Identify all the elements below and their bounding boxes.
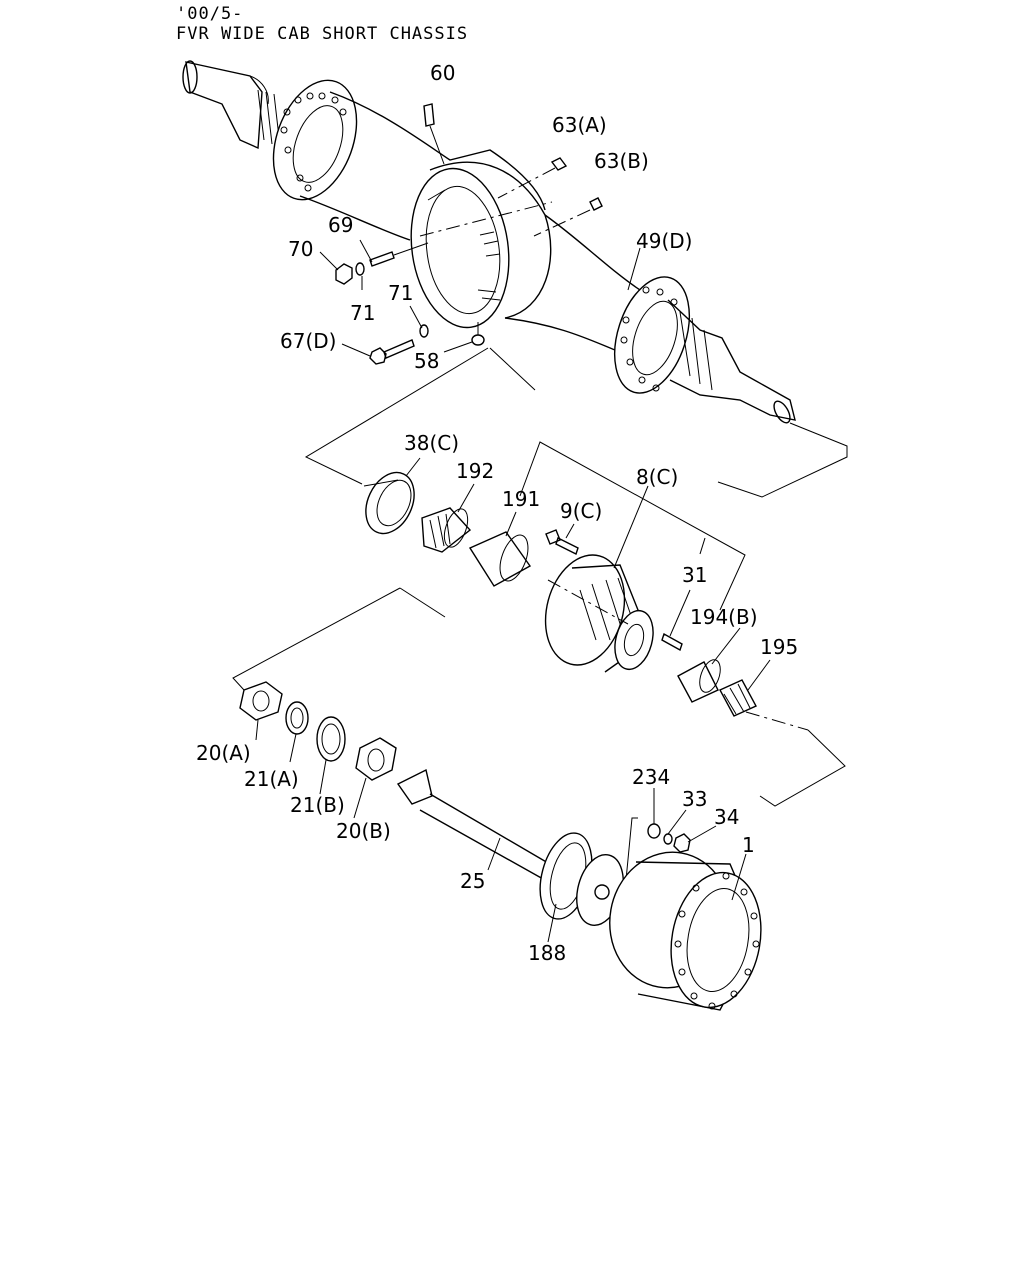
spring-washer <box>663 833 673 845</box>
label-71a: 71 <box>350 301 375 325</box>
label-20a: 20(A) <box>196 741 251 765</box>
lock-washer-b <box>316 716 346 762</box>
leader-lines <box>255 239 771 943</box>
hub-nut-a <box>239 681 283 721</box>
label-192: 192 <box>456 459 494 483</box>
washer-a <box>285 701 309 735</box>
lock-nut <box>335 263 353 285</box>
label-195: 195 <box>760 635 798 659</box>
label-33: 33 <box>682 787 707 811</box>
axle-housing <box>182 60 796 424</box>
label-21b: 21(B) <box>290 793 345 817</box>
label-21a: 21(A) <box>244 767 299 791</box>
wheel-hub <box>544 554 654 673</box>
drain-plug <box>533 197 603 237</box>
label-63a: 63(A) <box>552 113 607 137</box>
hub-bolt <box>545 529 579 555</box>
stud-bolt <box>369 242 429 267</box>
label-191: 191 <box>502 487 540 511</box>
label-188: 188 <box>528 941 566 965</box>
label-25: 25 <box>460 869 485 893</box>
model-period: '00/5- <box>176 4 244 24</box>
label-67d: 67(D) <box>280 329 336 353</box>
inner-bearing-cup <box>468 531 532 587</box>
label-34: 34 <box>714 805 739 829</box>
outer-bearing-cup <box>677 659 721 703</box>
outer-bearing-cone <box>719 679 757 717</box>
part-labels: 60 63(A) 63(B) 69 70 71 71 49(D) 67(D) 5… <box>196 61 798 965</box>
breather-plug <box>423 103 445 165</box>
diagram-header: '00/5- FVR WIDE CAB SHORT CHASSIS <box>176 4 468 44</box>
oil-seal <box>363 471 415 535</box>
label-194b: 194(B) <box>690 605 758 629</box>
label-60: 60 <box>430 61 455 85</box>
housing-bolt <box>369 339 415 365</box>
label-70: 70 <box>288 237 313 261</box>
inner-bearing-cone <box>421 507 472 553</box>
label-49d: 49(D) <box>636 229 692 253</box>
label-69: 69 <box>328 213 353 237</box>
label-1: 1 <box>742 833 755 857</box>
label-8c: 8(C) <box>636 465 678 489</box>
model-title: FVR WIDE CAB SHORT CHASSIS <box>176 24 469 44</box>
flange-nut <box>673 833 691 853</box>
label-63b: 63(B) <box>594 149 649 173</box>
label-20b: 20(B) <box>336 819 391 843</box>
label-9c: 9(C) <box>560 499 602 523</box>
label-58: 58 <box>414 349 439 373</box>
hub-nut-b <box>355 737 397 781</box>
brake-drum <box>609 851 762 1011</box>
label-38c: 38(C) <box>404 431 459 455</box>
lock-washer <box>355 262 429 338</box>
label-234: 234 <box>632 765 670 789</box>
label-31: 31 <box>682 563 707 587</box>
housing-plug <box>471 322 485 346</box>
hub-stud <box>661 632 683 652</box>
cone-washer <box>647 823 661 839</box>
filler-plug <box>497 157 568 199</box>
label-71b: 71 <box>388 281 413 305</box>
